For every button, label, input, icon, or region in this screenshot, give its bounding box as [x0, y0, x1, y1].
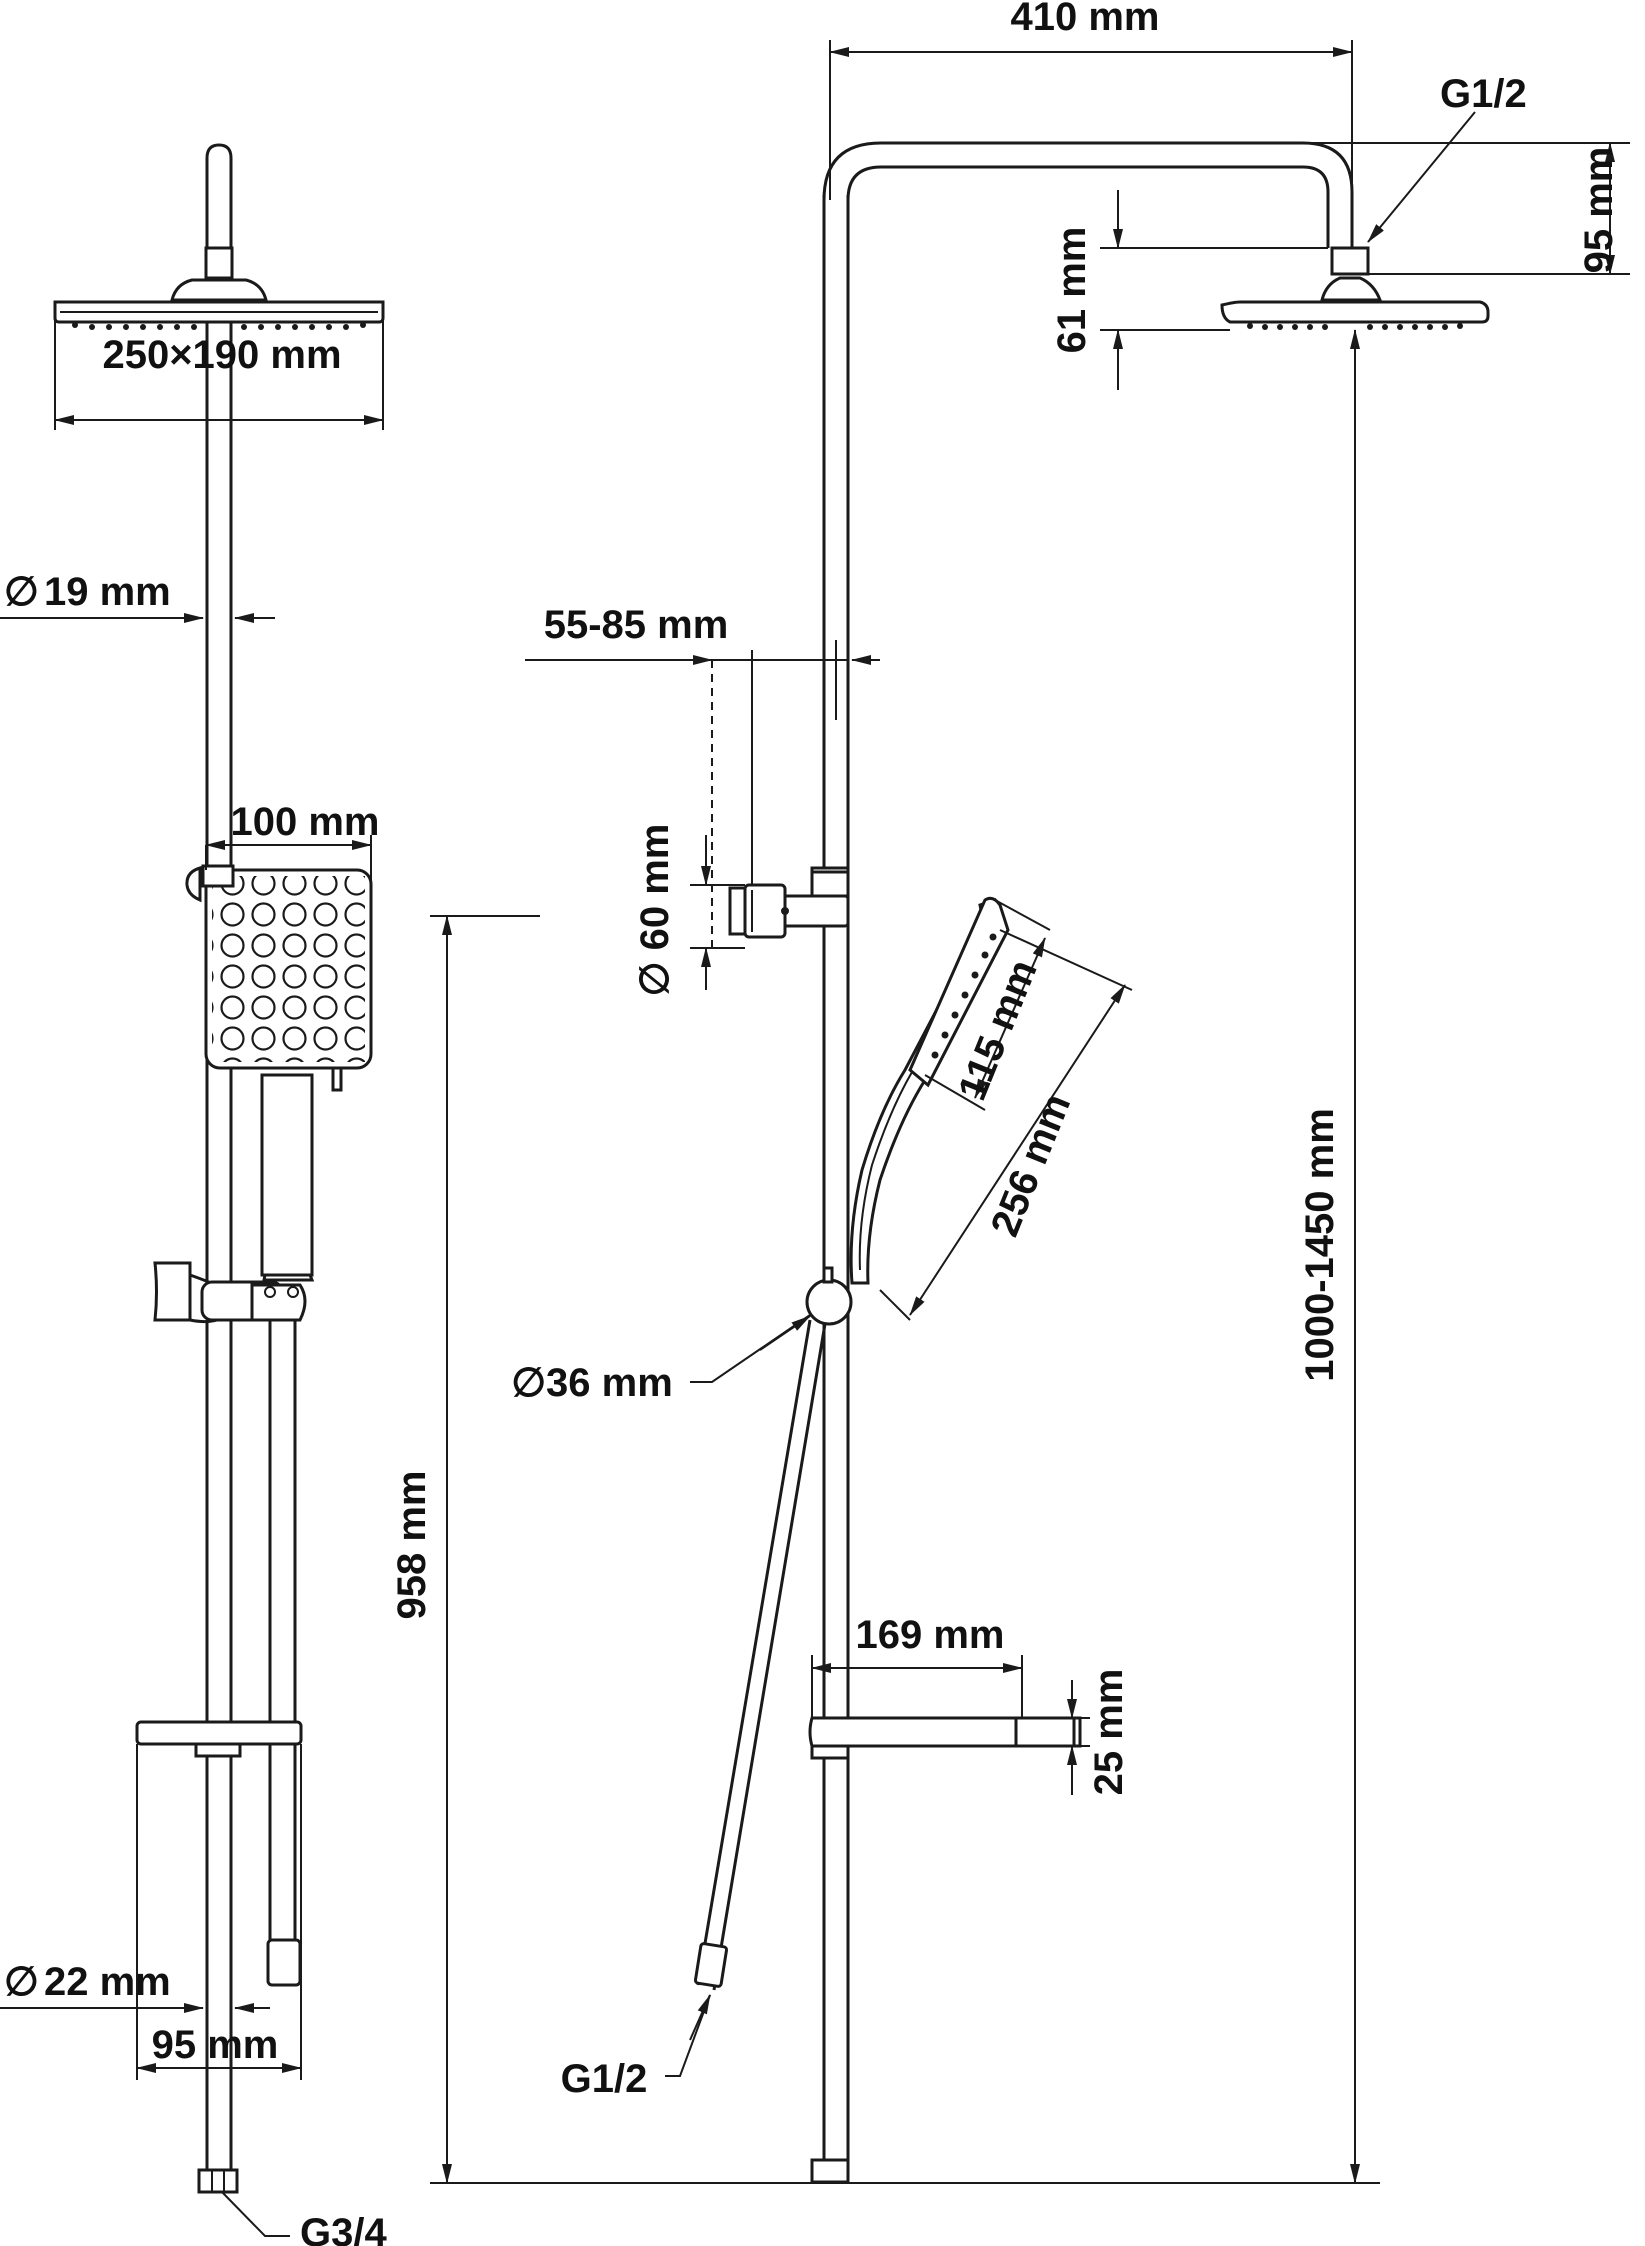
label-lower-diameter: 22 mm [44, 1960, 171, 2004]
label-head-size: 250×190 mm [102, 333, 341, 377]
diverter-knob [805, 1278, 853, 1326]
soap-tray [135, 1720, 303, 1758]
label-hand-total-length: 256 mm [983, 1088, 1080, 1243]
front-view: 250×190 mm ∅ 19 mm 100 mm 958 mm ∅ 22 mm… [0, 143, 1380, 2246]
label-bracket-diameter: ∅ 60 mm [633, 824, 677, 997]
diameter-symbol-19: ∅ [4, 570, 39, 614]
label-inlet-thread: G3/4 [300, 2211, 387, 2246]
label-outlet-height: 25 mm [1087, 1669, 1131, 1796]
outlet-elbow [808, 1716, 1082, 1760]
wall-bracket [728, 866, 850, 939]
label-arm-drop: 95 mm [1577, 147, 1621, 274]
diameter-symbol-22: ∅ [4, 1960, 39, 2004]
label-head-offset: 61 mm [1050, 227, 1094, 354]
label-pipe-diameter: 19 mm [44, 570, 171, 614]
hand-shower-front [185, 864, 373, 1282]
label-hose-thread: G1/2 [561, 2057, 648, 2101]
side-view: 410 mm G1/2 95 mm 61 mm 55-85 mm ∅ 60 mm… [511, 0, 1630, 2184]
label-wall-distance: 55-85 mm [544, 603, 729, 647]
label-front-height: 958 mm [390, 1471, 434, 1620]
slide-bar-holder [153, 1261, 307, 1324]
label-diverter-diameter: ∅36 mm [511, 1361, 673, 1405]
label-soap-tray-width: 95 mm [152, 2023, 279, 2067]
label-hand-shower-width: 100 mm [231, 800, 380, 844]
label-head-thread: G1/2 [1440, 72, 1527, 116]
overhead-shower-head-side [1220, 300, 1490, 330]
overhead-shower-head [53, 300, 385, 330]
label-total-height: 1000-1450 mm [1298, 1108, 1342, 1382]
label-outlet-reach: 169 mm [856, 1613, 1005, 1657]
label-arm-reach: 410 mm [1011, 0, 1160, 39]
